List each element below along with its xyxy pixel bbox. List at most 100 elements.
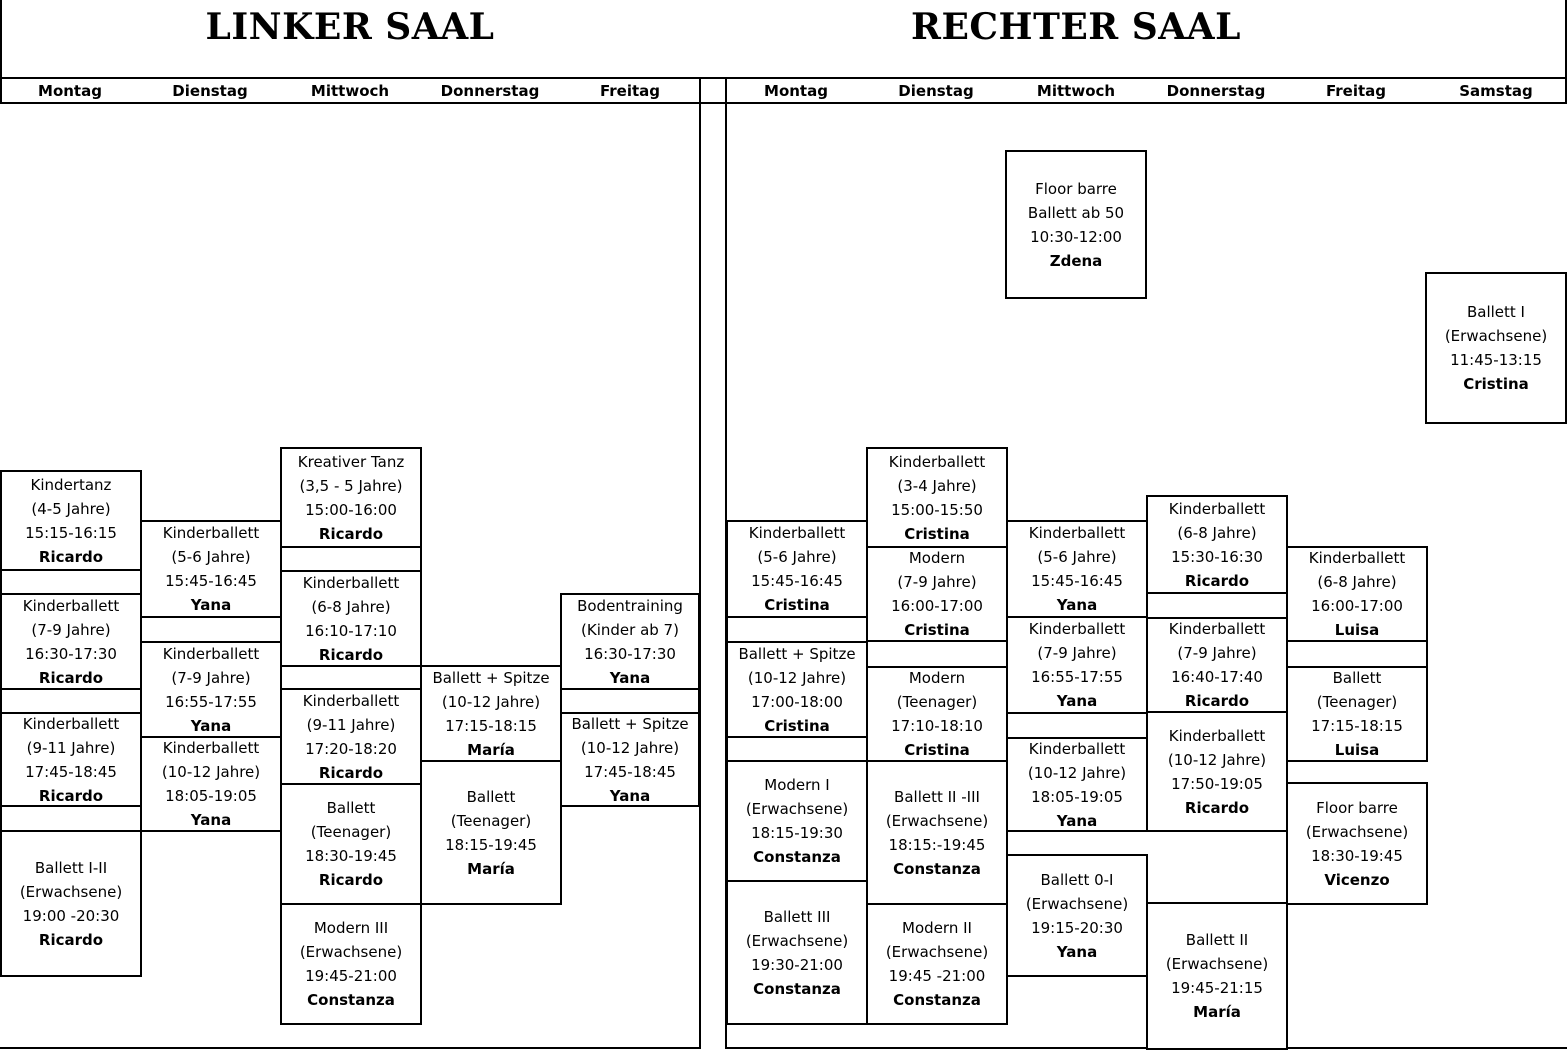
header-bottom-line bbox=[0, 102, 1567, 104]
class-group: (6-8 Jahre) bbox=[1317, 573, 1397, 591]
class-block[interactable]: Floor barre (Erwachsene) 18:30-19:45 Vic… bbox=[1286, 782, 1428, 905]
empty-slot bbox=[0, 569, 142, 595]
class-group: (5-6 Jahre) bbox=[171, 548, 251, 566]
class-block[interactable]: Ballett (Teenager) 18:15-19:45 María bbox=[420, 760, 562, 905]
class-group: (Erwachsene) bbox=[299, 943, 403, 961]
class-block[interactable]: Ballett + Spitze (10-12 Jahre) 17:00-18:… bbox=[726, 641, 868, 738]
day-header-right-dienstag: Dienstag bbox=[898, 82, 974, 100]
class-group: (9-11 Jahre) bbox=[26, 738, 116, 757]
class-block[interactable]: Kinderballett (5-6 Jahre) 15:45-16:45 Cr… bbox=[726, 520, 868, 618]
class-teacher: Zdena bbox=[1049, 251, 1103, 270]
class-teacher: Ricardo bbox=[38, 786, 104, 805]
day-header-left-montag: Montag bbox=[38, 82, 102, 100]
class-title: Ballett bbox=[1332, 669, 1382, 687]
class-title: Kinderballett bbox=[162, 739, 260, 757]
empty-slot bbox=[0, 688, 142, 714]
class-time: 18:05-19:05 bbox=[165, 787, 257, 805]
class-block[interactable]: Kinderballett (10-12 Jahre) 18:05-19:05 … bbox=[140, 736, 282, 832]
class-teacher: Cristina bbox=[764, 716, 830, 735]
class-block[interactable]: Ballett (Teenager) 18:30-19:45 Ricardo bbox=[280, 783, 422, 905]
class-teacher: Ricardo bbox=[318, 524, 384, 543]
class-block[interactable]: Bodentraining (Kinder ab 7) 16:30-17:30 … bbox=[560, 593, 700, 690]
class-group: (7-9 Jahre) bbox=[171, 668, 251, 687]
class-block[interactable]: Kinderballett (6-8 Jahre) 16:00-17:00 Lu… bbox=[1286, 546, 1428, 642]
class-block[interactable]: Ballett II -III (Erwachsene) 18:15:-19:4… bbox=[866, 760, 1008, 905]
class-block[interactable]: Kinderballett (6-8 Jahre) 16:10-17:10 Ri… bbox=[280, 570, 422, 667]
class-group: (Erwachsene) bbox=[885, 943, 989, 961]
class-group: (Erwachsene) bbox=[1444, 327, 1548, 345]
class-block[interactable]: Kinderballett (10-12 Jahre) 18:05-19:05 … bbox=[1006, 737, 1148, 832]
class-teacher: Yana bbox=[190, 811, 232, 829]
class-time: 15:00-15:50 bbox=[891, 500, 983, 519]
class-group: (9-11 Jahre) bbox=[306, 715, 396, 734]
class-teacher: Cristina bbox=[1463, 375, 1529, 393]
class-block[interactable]: Ballett + Spitze (10-12 Jahre) 17:15-18:… bbox=[420, 665, 562, 762]
class-block[interactable]: Floor barre Ballett ab 50 10:30-12:00 Zd… bbox=[1005, 150, 1147, 299]
class-title: Ballett I-II bbox=[34, 858, 108, 877]
day-header-right-donnerstag: Donnerstag bbox=[1166, 82, 1266, 100]
empty-slot bbox=[280, 665, 422, 690]
class-time: 18:30-19:45 bbox=[1311, 846, 1403, 865]
class-time: 16:40-17:40 bbox=[1171, 668, 1263, 686]
empty-slot bbox=[560, 688, 700, 714]
class-group: (7-9 Jahre) bbox=[1037, 644, 1117, 662]
left-frame-edge bbox=[0, 0, 2, 104]
day-header-right-freitag: Freitag bbox=[1325, 82, 1387, 100]
class-block[interactable]: Modern II (Erwachsene) 19:45 -21:00 Cons… bbox=[866, 903, 1008, 1025]
class-group: (3-4 Jahre) bbox=[897, 476, 977, 495]
class-teacher: Ricardo bbox=[38, 547, 104, 566]
class-teacher: Vicenzo bbox=[1324, 870, 1390, 889]
class-time: 17:15-18:15 bbox=[1311, 717, 1403, 735]
class-block[interactable]: Kinderballett (3-4 Jahre) 15:00-15:50 Cr… bbox=[866, 447, 1008, 548]
class-time: 16:55-17:55 bbox=[165, 692, 257, 711]
class-time: 11:45-13:15 bbox=[1450, 351, 1542, 369]
class-title: Kinderballett bbox=[1168, 726, 1266, 745]
class-block[interactable]: Ballett + Spitze (10-12 Jahre) 17:45-18:… bbox=[560, 712, 700, 807]
class-teacher: Constanza bbox=[893, 859, 981, 878]
class-block[interactable]: Ballett I-II (Erwachsene) 19:00 -20:30 R… bbox=[0, 830, 142, 977]
class-block[interactable]: Ballett III (Erwachsene) 19:30-21:00 Con… bbox=[726, 880, 868, 1025]
class-block[interactable]: Modern I (Erwachsene) 18:15-19:30 Consta… bbox=[726, 760, 868, 882]
class-block[interactable]: Kinderballett (6-8 Jahre) 15:30-16:30 Ri… bbox=[1146, 495, 1288, 594]
class-group: (5-6 Jahre) bbox=[1037, 548, 1117, 566]
class-title: Modern I bbox=[764, 776, 830, 794]
class-block[interactable]: Ballett 0-I (Erwachsene) 19:15-20:30 Yan… bbox=[1006, 854, 1148, 977]
class-group: (Erwachsene) bbox=[1305, 822, 1409, 841]
class-block[interactable]: Kreativer Tanz (3,5 - 5 Jahre) 15:00-16:… bbox=[280, 447, 422, 548]
class-block[interactable]: Modern (7-9 Jahre) 16:00-17:00 Cristina bbox=[866, 546, 1008, 642]
class-time: 15:45-16:45 bbox=[751, 572, 843, 590]
class-time: 16:00-17:00 bbox=[891, 597, 983, 615]
class-block[interactable]: Kinderballett (7-9 Jahre) 16:30-17:30 Ri… bbox=[0, 593, 142, 690]
class-teacher: Ricardo bbox=[38, 930, 104, 949]
class-teacher: Yana bbox=[190, 716, 232, 735]
class-time: 19:15-20:30 bbox=[1031, 918, 1123, 937]
class-group: (10-12 Jahre) bbox=[747, 668, 847, 687]
class-time: 19:45-21:00 bbox=[305, 967, 397, 985]
class-time: 15:30-16:30 bbox=[1171, 547, 1263, 566]
class-block[interactable]: Kinderballett (7-9 Jahre) 16:55-17:55 Ya… bbox=[1006, 616, 1148, 714]
class-block[interactable]: Ballett II (Erwachsene) 19:45-21:15 Marí… bbox=[1146, 902, 1288, 1050]
class-time: 15:15-16:15 bbox=[25, 523, 117, 542]
class-title: Kinderballett bbox=[888, 452, 986, 471]
class-block[interactable]: Kinderballett (7-9 Jahre) 16:55-17:55 Ya… bbox=[140, 641, 282, 738]
class-time: 19:45-21:15 bbox=[1171, 979, 1263, 997]
class-block[interactable]: Kinderballett (5-6 Jahre) 15:45-16:45 Ya… bbox=[1006, 520, 1148, 618]
class-block[interactable]: Ballett (Teenager) 17:15-18:15 Luisa bbox=[1286, 666, 1428, 762]
class-title: Ballett + Spitze bbox=[571, 714, 689, 733]
class-time: 16:00-17:00 bbox=[1311, 597, 1403, 615]
day-header-left-freitag: Freitag bbox=[599, 82, 661, 100]
class-block[interactable]: Kinderballett (7-9 Jahre) 16:40-17:40 Ri… bbox=[1146, 617, 1288, 713]
right-frame-edge bbox=[1565, 0, 1567, 104]
class-block[interactable]: Ballett I (Erwachsene) 11:45-13:15 Crist… bbox=[1425, 272, 1567, 424]
class-block[interactable]: Modern (Teenager) 17:10-18:10 Cristina bbox=[866, 666, 1008, 762]
class-teacher: Ricardo bbox=[318, 763, 384, 782]
class-teacher: Ricardo bbox=[1184, 798, 1250, 817]
class-block[interactable]: Kinderballett (10-12 Jahre) 17:50-19:05 … bbox=[1146, 711, 1288, 832]
class-block[interactable]: Kinderballett (9-11 Jahre) 17:45-18:45 R… bbox=[0, 712, 142, 807]
class-block[interactable]: Kindertanz (4-5 Jahre) 15:15-16:15 Ricar… bbox=[0, 470, 142, 571]
empty-slot bbox=[0, 805, 142, 832]
class-block[interactable]: Kinderballett (5-6 Jahre) 15:45-16:45 Ya… bbox=[140, 520, 282, 618]
class-block[interactable]: Kinderballett (9-11 Jahre) 17:20-18:20 R… bbox=[280, 688, 422, 785]
class-group: (Erwachsene) bbox=[1025, 894, 1129, 913]
class-block[interactable]: Modern III (Erwachsene) 19:45-21:00 Cons… bbox=[280, 903, 422, 1025]
